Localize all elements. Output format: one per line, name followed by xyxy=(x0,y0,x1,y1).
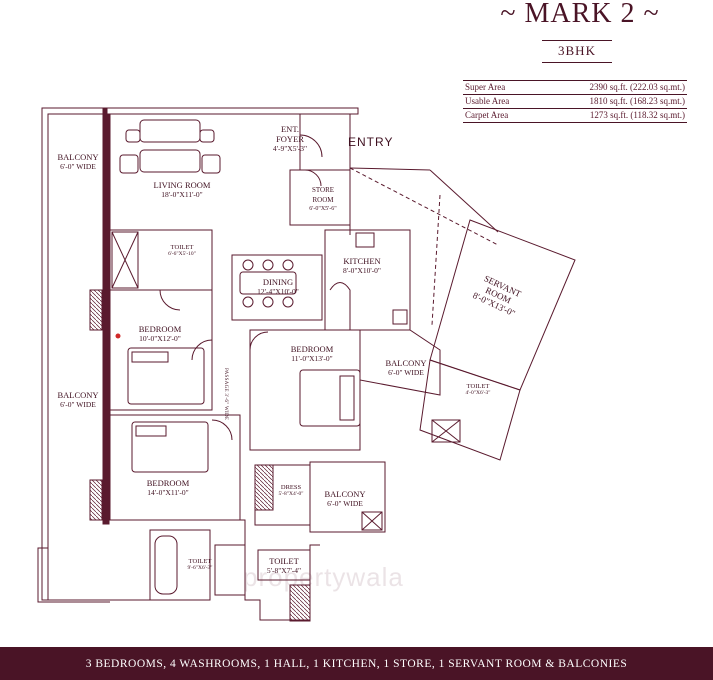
plan-subtitle: 3BHK xyxy=(542,40,612,63)
floor-plan xyxy=(37,107,576,622)
plan-title: ~ MARK 2 ~ xyxy=(500,0,660,29)
watermark: propertywala xyxy=(243,562,404,592)
passage-label: PASSAGE 3'-6" WIDE xyxy=(223,368,228,421)
left-wall xyxy=(102,113,110,525)
summary-footer: 3 BEDROOMS, 4 WASHROOMS, 1 HALL, 1 KITCH… xyxy=(0,647,713,680)
outer-wall-left xyxy=(37,114,110,603)
entry-label: ENTRY xyxy=(348,135,394,149)
marker-dot xyxy=(115,333,121,339)
